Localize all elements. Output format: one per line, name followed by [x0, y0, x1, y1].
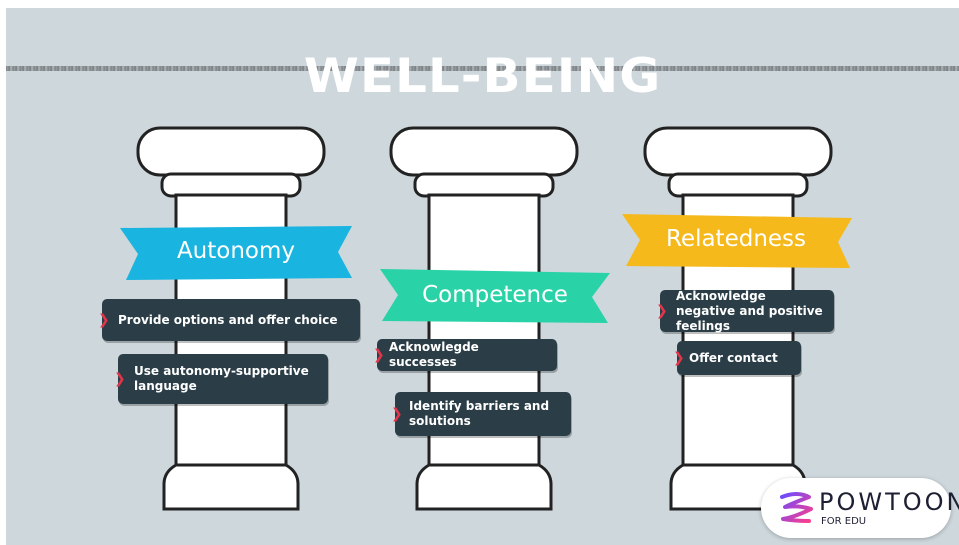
- banner-autonomy: Autonomy: [116, 222, 356, 282]
- banner-relatedness: Relatedness: [616, 210, 856, 270]
- card-autonomy-2: ❯ Use autonomy-supportive language: [114, 354, 328, 404]
- chevron-right-icon: ❯: [656, 302, 668, 319]
- card-text: Acknowledge negative and positive feelin…: [676, 288, 823, 333]
- card-text: Acknowlegde successes: [389, 340, 479, 369]
- glitch-line: [6, 66, 959, 71]
- chevron-right-icon: ❯: [98, 311, 110, 328]
- card-text: Use autonomy-supportive language: [134, 364, 309, 393]
- powtoon-badge[interactable]: POWTOON FOR EDU: [761, 478, 959, 538]
- chevron-right-icon: ❯: [373, 346, 385, 363]
- pillar-title-autonomy: Autonomy: [176, 238, 296, 264]
- powtoon-logo-icon: [780, 492, 813, 523]
- powtoon-subtitle: FOR EDU: [821, 516, 867, 527]
- slide-title: WELL-BEING: [303, 48, 662, 104]
- chevron-right-icon: ❯: [673, 349, 685, 366]
- card-competence-2: ❯ Identify barriers and solutions: [391, 392, 571, 436]
- chevron-right-icon: ❯: [114, 370, 126, 387]
- pillar-title-competence: Competence: [422, 282, 568, 308]
- card-autonomy-1: ❯ Provide options and offer choice: [98, 299, 360, 341]
- card-text: Identify barriers and solutions: [409, 399, 550, 428]
- card-text: Offer contact: [689, 350, 778, 365]
- banner-competence: Competence: [376, 265, 614, 325]
- card-text: Provide options and offer choice: [118, 312, 338, 327]
- card-relatedness-1: ❯ Acknowledge negative and positive feel…: [656, 288, 834, 333]
- pillar-title-relatedness: Relatedness: [665, 226, 807, 252]
- card-relatedness-2: ❯ Offer contact: [673, 341, 801, 375]
- powtoon-wordmark: POWTOON: [819, 488, 959, 516]
- chevron-right-icon: ❯: [391, 405, 403, 422]
- card-competence-1: ❯ Acknowlegde successes: [373, 339, 557, 371]
- slide-canvas: WELL-BEING Autonomy Competence: [6, 8, 959, 545]
